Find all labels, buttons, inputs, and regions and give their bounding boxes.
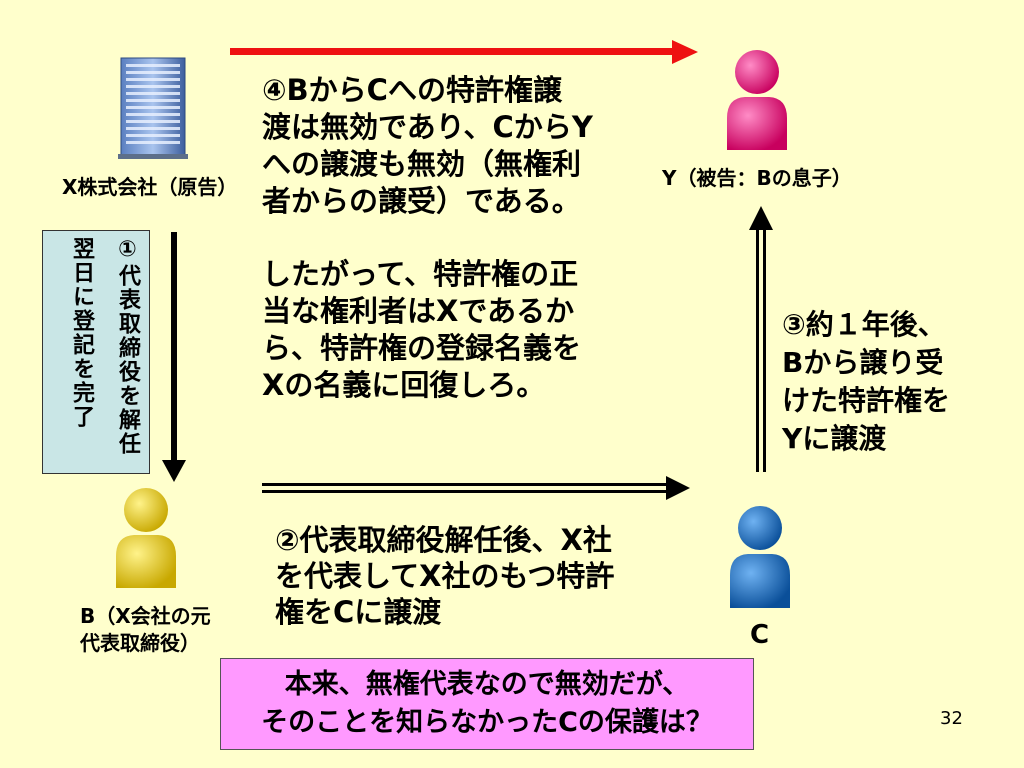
text-line: 代表取締役） xyxy=(80,631,200,655)
text-line: ら、特許権の登録名義を xyxy=(262,331,582,365)
person-icon xyxy=(116,488,176,588)
note-column: ①代表取締役を解任 xyxy=(115,237,140,456)
page-number: 32 xyxy=(940,708,963,729)
text-line: したがって、特許権の正 xyxy=(262,257,579,291)
text-line: 本来、無権代表なので無効だが、 xyxy=(284,669,690,700)
red-arrow xyxy=(230,40,698,64)
c-label: C xyxy=(750,620,770,650)
transfer-to-y-note: ③約１年後、 Bから譲り受 けた特許権を Yに譲渡 xyxy=(782,306,1002,458)
up-double-arrow xyxy=(749,206,773,472)
person-icon xyxy=(730,506,790,608)
down-arrow xyxy=(162,232,186,482)
conclusion-text: したがって、特許権の正 当な権利者はXであるか ら、特許権の登録名義を Xの名義… xyxy=(262,256,632,404)
person-icon xyxy=(727,50,787,150)
text-line: ②代表取締役解任後、X社 xyxy=(275,523,612,557)
text-line: 当な権利者はXであるか xyxy=(262,294,575,328)
x-company-label: X株式会社（原告） xyxy=(62,175,238,199)
text-line: ④BからCへの特許権譲 xyxy=(262,73,562,107)
y-defendant-label: Y（被告：Bの息子） xyxy=(662,166,852,190)
text-line: Xの名義に回復しろ。 xyxy=(262,368,546,402)
dismissal-note-box: ①代表取締役を解任 翌日に登記を完了 xyxy=(42,230,150,474)
right-double-arrow xyxy=(262,476,690,500)
transfer-to-c-note: ②代表取締役解任後、X社 を代表してX社のもつ特許 権をCに譲渡 xyxy=(275,522,695,630)
text-line: 者からの譲受）である。 xyxy=(262,184,581,218)
text-line: けた特許権を xyxy=(782,384,951,417)
text-line: 権をCに譲渡 xyxy=(275,595,442,629)
text-line: 渡は無効であり、CからY xyxy=(262,110,593,144)
protection-question-box: 本来、無権代表なので無効だが、 そのことを知らなかったCの保護は？ xyxy=(220,658,754,750)
text-line: を代表してX社のもつ特許 xyxy=(275,559,615,593)
b-former-director-label: B（X会社の元 代表取締役） xyxy=(80,603,211,657)
text-line: への譲渡も無効（無権利 xyxy=(262,147,582,181)
text-line: Yに譲渡 xyxy=(782,422,887,455)
text-line: そのことを知らなかったCの保護は？ xyxy=(261,707,713,738)
text-line: ③約１年後、 xyxy=(782,308,946,341)
text-line: B（X会社の元 xyxy=(80,604,211,628)
office-building-icon xyxy=(118,57,188,159)
text-line: Bから譲り受 xyxy=(782,346,944,379)
note-column: 翌日に登記を完了 xyxy=(69,237,94,429)
invalidity-explanation: ④BからCへの特許権譲 渡は無効であり、CからY への譲渡も無効（無権利 者から… xyxy=(262,72,632,220)
